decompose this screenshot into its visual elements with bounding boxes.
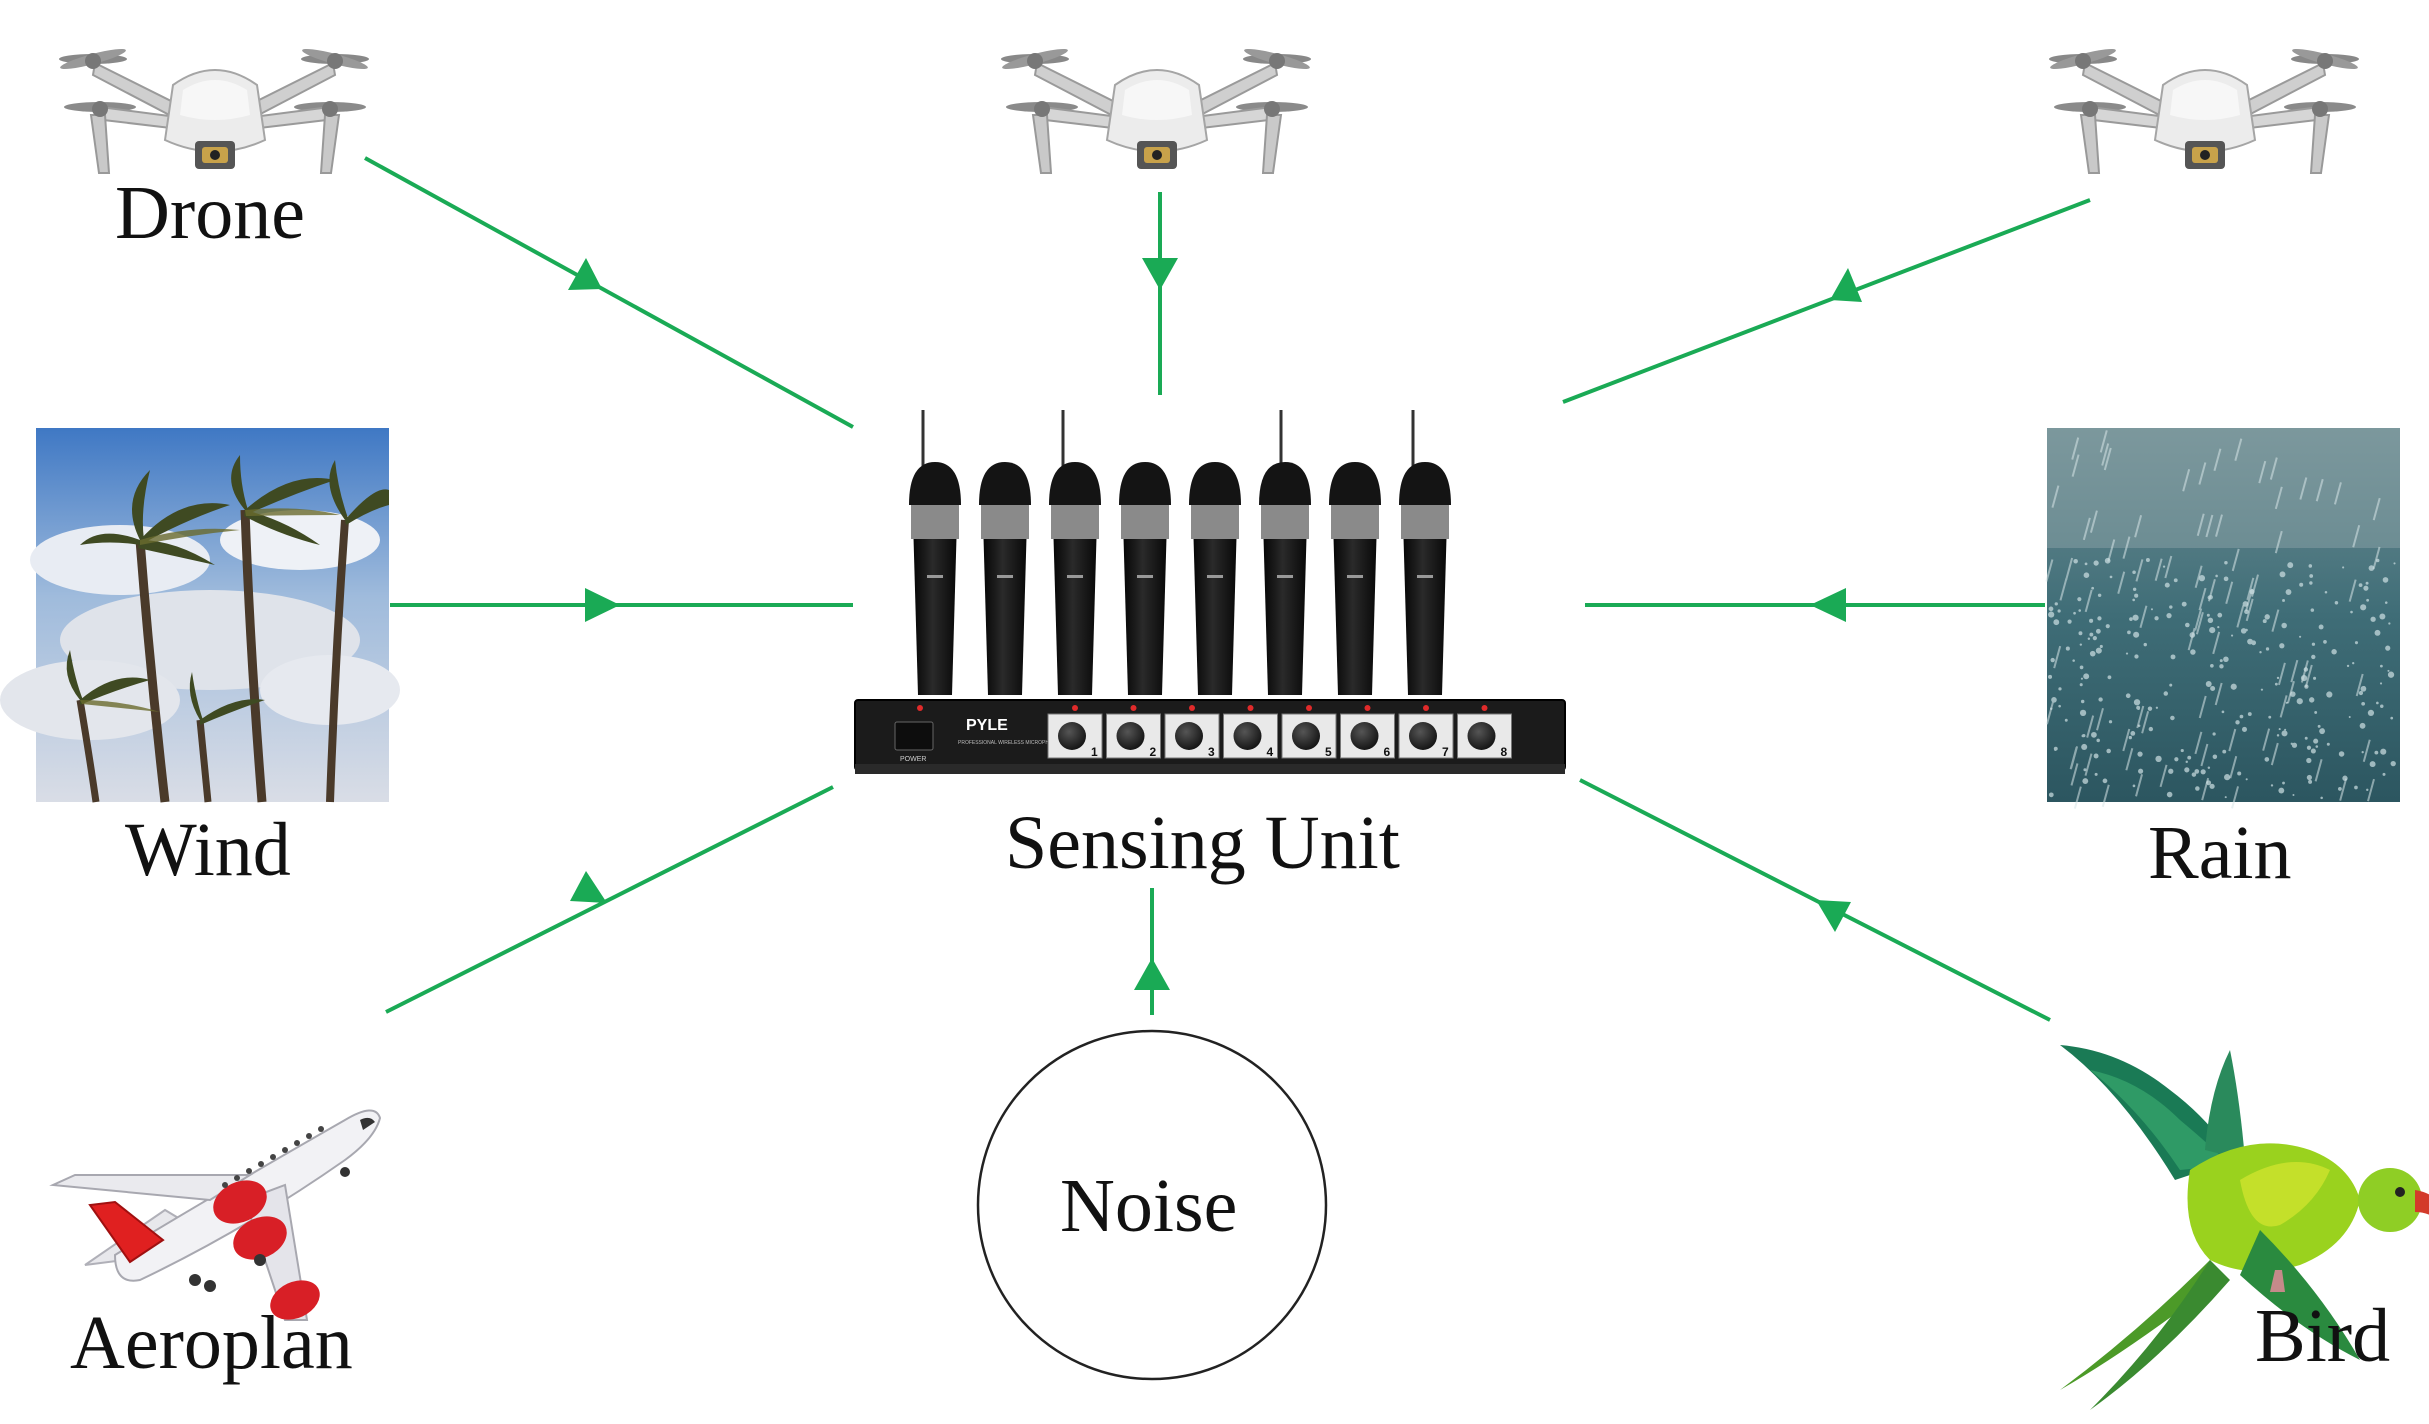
microphone xyxy=(1189,462,1241,695)
drone-icon xyxy=(59,48,369,174)
drone-icon-center xyxy=(999,44,1313,174)
channel-knob: 7 xyxy=(1398,705,1454,759)
sensing-unit-device: POWER PYLE PROFESSIONAL WIRELESS MICROPH… xyxy=(854,410,1566,774)
arrow-noise xyxy=(1134,888,1170,1015)
noise-circle xyxy=(976,1029,1328,1381)
label-bird: Bird xyxy=(2255,1294,2391,1378)
wind-photo xyxy=(0,428,400,803)
channel-number: 1 xyxy=(1091,745,1098,759)
arrow-aeroplane xyxy=(385,785,834,1014)
channel-knob: 8 xyxy=(1457,705,1512,759)
aeroplane-icon xyxy=(49,1109,382,1321)
arrow-bird xyxy=(1579,778,2051,1022)
label-sensing-unit: Sensing Unit xyxy=(1005,801,1400,885)
channel-knob: 3 xyxy=(1164,705,1220,759)
channel-knob: 5 xyxy=(1281,705,1337,759)
arrow-drone-left xyxy=(364,156,854,429)
rain-photo xyxy=(2045,428,2400,809)
label-aeroplane: Aeroplan xyxy=(70,1301,353,1385)
microphone xyxy=(979,462,1031,695)
microphone xyxy=(1119,462,1171,695)
bird-icon xyxy=(2060,1045,2429,1410)
channel-number: 4 xyxy=(1267,745,1274,759)
label-drone: Drone xyxy=(115,171,305,255)
channel-number: 3 xyxy=(1208,745,1215,759)
microphone xyxy=(1259,410,1311,695)
microphone xyxy=(1049,410,1101,695)
channel-number: 7 xyxy=(1442,745,1449,759)
channel-number: 8 xyxy=(1501,745,1508,759)
channel-knob: 2 xyxy=(1106,705,1161,759)
channel-knob: 1 xyxy=(1047,705,1103,759)
drone-icon-right xyxy=(2047,44,2361,174)
label-noise: Noise xyxy=(1060,1164,1238,1248)
channel-number: 2 xyxy=(1150,745,1157,759)
channel-knob: 4 xyxy=(1223,705,1278,759)
receiver-power-label: POWER xyxy=(900,756,926,763)
microphone xyxy=(1329,462,1381,695)
microphone xyxy=(1399,410,1451,695)
label-wind: Wind xyxy=(125,808,291,892)
arrow-drone-right xyxy=(1562,198,2091,404)
receiver-brand: PYLE xyxy=(966,717,1008,734)
channel-knob: 6 xyxy=(1340,705,1395,759)
receiver-model-text: PROFESSIONAL WIRELESS MICROPHONE xyxy=(958,740,1060,746)
channel-number: 6 xyxy=(1384,745,1391,759)
arrow-drone-center xyxy=(1142,192,1178,395)
arrow-wind xyxy=(390,588,853,622)
channel-number: 5 xyxy=(1325,745,1332,759)
label-rain: Rain xyxy=(2148,811,2292,895)
microphone xyxy=(909,410,961,695)
arrow-rain xyxy=(1585,588,2045,622)
